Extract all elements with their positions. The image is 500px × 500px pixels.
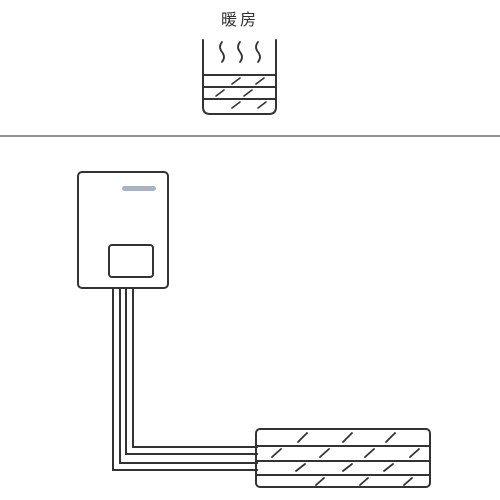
heated-floor-panel <box>255 428 431 488</box>
floor-heating-icon <box>202 39 277 115</box>
indicator-bar <box>122 186 156 191</box>
page-title: 暖房 <box>220 10 259 29</box>
control-panel <box>108 244 154 278</box>
heating-pipes <box>112 288 258 471</box>
water-heater-unit <box>77 171 169 289</box>
